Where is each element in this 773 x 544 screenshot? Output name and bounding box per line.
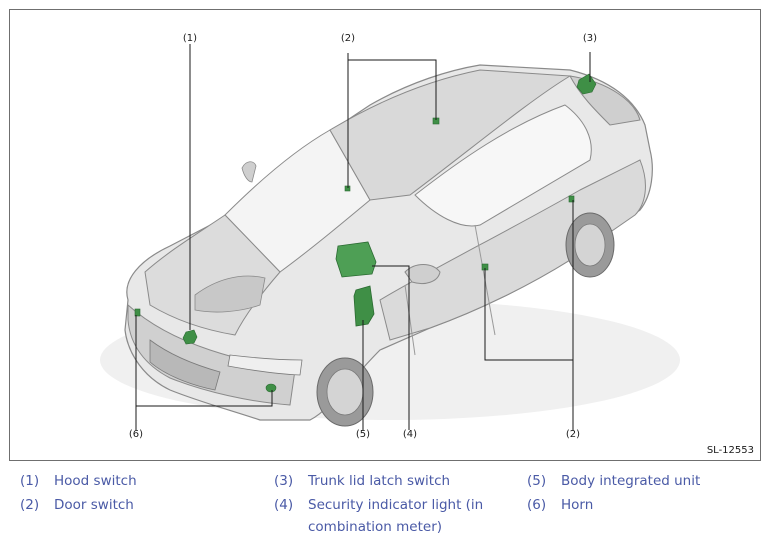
legend-number: (4) [274,497,294,513]
car-illustration: (1) (2) (3) (6) (5) (4) (2) [100,33,680,440]
leader-lines [135,44,591,430]
figure-id: SL-12553 [706,445,754,456]
body-unit-marker [353,285,375,327]
security-light-marker [335,241,377,278]
legend-label: Horn [561,497,594,513]
callout-body-unit: (5) [356,429,370,440]
front-wheel-rim [326,368,364,416]
rear-wheel-rim [574,223,606,267]
left-mirror [241,161,257,183]
grille [149,339,221,391]
callout-door-bottom: (2) [566,429,580,440]
callout-hood: (1) [183,33,197,44]
legend-label-continued: combination meter) [308,519,443,535]
legend-label: Trunk lid latch switch [308,473,451,489]
hood-switch-marker [182,329,198,345]
legend-label: Hood switch [54,473,137,489]
side-mirror [404,264,441,285]
components [134,73,597,393]
legend: (1) Hood switch (2) Door switch (3) Trun… [0,468,773,544]
legend-label: Security indicator light (in [308,497,484,513]
legend-number: (3) [274,473,294,489]
callout-security-light: (4) [403,429,417,440]
legend-number: (5) [527,473,547,489]
horn-marker-left [134,308,141,317]
callout-horn: (6) [129,429,143,440]
legend-number: (6) [527,497,547,513]
hood-scoop [194,275,266,313]
roof [329,69,572,201]
side-windows [414,104,592,227]
horn-marker-right [265,383,277,393]
door-seam [404,284,416,356]
headlight [227,354,303,376]
legend-number: (2) [20,497,40,513]
legend-label: Body integrated unit [561,473,701,489]
door-switch-marker-rear [568,195,575,203]
callout-trunk: (3) [583,33,597,44]
legend-label: Door switch [54,497,134,513]
callout-door-top: (2) [341,33,355,44]
diagram-frame: (1) (2) (3) (6) (5) (4) (2) SL-12553 [9,9,761,461]
legend-number: (1) [20,473,40,489]
trunk-switch-marker [576,73,597,95]
